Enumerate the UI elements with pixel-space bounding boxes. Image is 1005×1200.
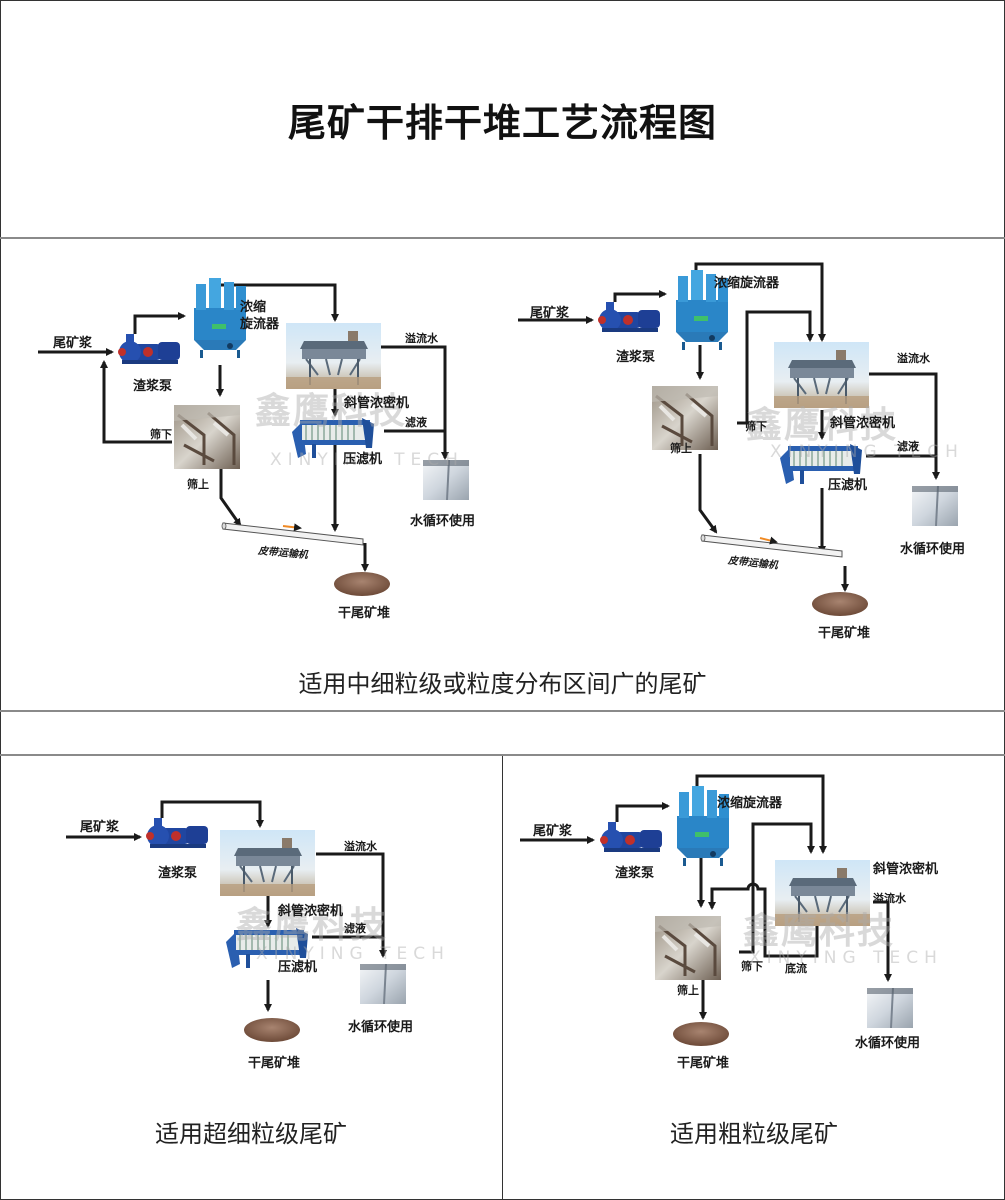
thickener-label: 斜管浓密机 bbox=[830, 416, 896, 431]
pump-to-cyclone-arrow bbox=[133, 312, 186, 334]
slurry-pump-image bbox=[598, 302, 660, 332]
screen-image bbox=[653, 914, 723, 982]
oversize-to-belt-arrow bbox=[219, 468, 242, 527]
dry-pile-label: 干尾矿堆 bbox=[248, 1056, 301, 1071]
overflow-label: 溢流水 bbox=[897, 352, 930, 365]
panel-3-caption: 适用超细粒级尾矿 bbox=[155, 1120, 347, 1148]
overflow-water-line bbox=[380, 345, 449, 460]
screen-image bbox=[172, 403, 242, 471]
pump-label: 渣浆泵 bbox=[133, 379, 173, 394]
feed-label: 尾矿浆 bbox=[530, 306, 570, 321]
feed-label: 尾矿浆 bbox=[533, 824, 573, 839]
thickener-image bbox=[773, 341, 870, 409]
dry-tailings-pile-image bbox=[673, 1022, 729, 1046]
flow-panel-3: 鑫鹰科技 XINYING TECH 尾矿浆 渣浆泵 溢流水 斜管浓密机 滤液 压… bbox=[0, 756, 502, 1086]
water-reuse-label: 水循环使用 bbox=[410, 514, 476, 529]
cyclone-label-line2: 旋流器 bbox=[240, 317, 280, 332]
oversize-label: 筛上 bbox=[670, 442, 692, 455]
filtrate-label: 滤液 bbox=[897, 440, 919, 453]
oversize-label: 筛上 bbox=[187, 478, 209, 491]
flow-panel-1: 鑫鹰科技 XINYING TECH 尾矿浆 渣浆泵 浓缩 旋流器 溢流水 斜管浓… bbox=[0, 240, 502, 710]
flow-panel-2: 鑫鹰科技 XINYING TECH 尾矿浆 渣浆泵 浓缩旋流器 溢流水 斜管浓密… bbox=[502, 240, 1005, 660]
overflow-label: 溢流水 bbox=[405, 332, 438, 345]
undersize-return-arrow bbox=[100, 360, 172, 444]
panel-1-caption: 适用中细粒级或粒度分布区间广的尾矿 bbox=[298, 670, 707, 698]
dry-pile-label: 干尾矿堆 bbox=[818, 626, 871, 641]
undersize-to-thickener-arrow bbox=[737, 310, 814, 425]
feed-label: 尾矿浆 bbox=[53, 336, 93, 351]
belt-direction-arrow bbox=[759, 536, 778, 545]
flow-diagram-3 bbox=[66, 800, 407, 1042]
divider bbox=[0, 710, 1005, 712]
belt-direction-arrow bbox=[282, 523, 302, 532]
filter-press-label: 压滤机 bbox=[343, 452, 383, 467]
overflow-label: 溢流水 bbox=[344, 840, 377, 853]
dry-tailings-pile-image bbox=[812, 592, 868, 616]
flow-panel-4: 鑫鹰科技 XINYING TECH 尾矿浆 渣浆泵 浓缩旋流器 斜管浓密机 溢流… bbox=[503, 756, 1005, 1086]
pump-label: 渣浆泵 bbox=[158, 866, 198, 881]
pump-label: 渣浆泵 bbox=[615, 866, 655, 881]
undersize-label: 筛下 bbox=[150, 428, 172, 441]
dry-tailings-pile-image bbox=[244, 1018, 300, 1042]
panel-4-caption: 适用粗粒级尾矿 bbox=[670, 1120, 838, 1148]
divider bbox=[502, 756, 503, 1200]
cyclone-label: 浓缩旋流器 bbox=[717, 796, 783, 811]
slurry-pump-image bbox=[146, 818, 208, 848]
water-reuse-label: 水循环使用 bbox=[900, 542, 966, 557]
flow-diagram-4 bbox=[520, 774, 914, 1046]
thickener-image bbox=[219, 829, 316, 897]
pump-label: 渣浆泵 bbox=[616, 350, 656, 365]
cyclone-image bbox=[194, 278, 246, 358]
divider bbox=[0, 754, 1005, 756]
pump-to-cyclone-arrow bbox=[615, 802, 670, 822]
cyclone-label: 浓缩旋流器 bbox=[714, 276, 780, 291]
overflow-water-line bbox=[873, 900, 892, 982]
water-pool-image bbox=[911, 485, 959, 527]
thickener-label: 斜管浓密机 bbox=[873, 862, 939, 877]
dry-pile-label: 干尾矿堆 bbox=[677, 1056, 730, 1071]
dry-tailings-pile-image bbox=[334, 572, 390, 596]
oversize-label: 筛上 bbox=[677, 984, 699, 997]
flow-diagram-2 bbox=[518, 262, 959, 616]
water-reuse-label: 水循环使用 bbox=[348, 1020, 414, 1035]
thickener-image bbox=[285, 322, 382, 390]
water-reuse-label: 水循环使用 bbox=[855, 1036, 921, 1051]
thickener-image bbox=[774, 859, 871, 927]
thickener-label: 斜管浓密机 bbox=[278, 904, 344, 919]
thickener-underflow-return-arrow bbox=[708, 882, 819, 958]
pump-to-cyclone-arrow bbox=[613, 290, 667, 302]
page-title: 尾矿干排干堆工艺流程图 bbox=[287, 101, 717, 145]
pump-to-thickener-arrow bbox=[160, 800, 264, 828]
filtrate-label: 滤液 bbox=[344, 922, 366, 935]
dry-pile-label: 干尾矿堆 bbox=[338, 606, 391, 621]
filter-press-label: 压滤机 bbox=[278, 960, 318, 975]
feed-label: 尾矿浆 bbox=[80, 820, 120, 835]
cyclone-overflow-arrow bbox=[695, 774, 827, 854]
flow-diagram-1 bbox=[38, 278, 470, 596]
overflow-label: 溢流水 bbox=[873, 892, 906, 905]
water-pool-image bbox=[866, 987, 914, 1029]
water-pool-image bbox=[422, 459, 470, 501]
water-pool-image bbox=[359, 963, 407, 1005]
filter-press-label: 压滤机 bbox=[828, 478, 868, 493]
thickener-label: 斜管浓密机 bbox=[344, 396, 410, 411]
undersize-label: 筛下 bbox=[745, 420, 767, 433]
overflow-water-line bbox=[868, 372, 940, 480]
undersize-to-thickener-arrow bbox=[739, 822, 815, 954]
overflow-water-line bbox=[316, 852, 387, 958]
undersize-label: 筛下 bbox=[741, 960, 763, 973]
cyclone-label-line1: 浓缩 bbox=[240, 300, 267, 315]
divider bbox=[0, 237, 1005, 239]
oversize-to-belt-arrow bbox=[698, 454, 718, 534]
slurry-pump-image bbox=[600, 822, 662, 852]
slurry-pump-image bbox=[118, 334, 180, 364]
filtrate-label: 滤液 bbox=[405, 416, 427, 429]
underflow-label: 底流 bbox=[785, 962, 807, 975]
